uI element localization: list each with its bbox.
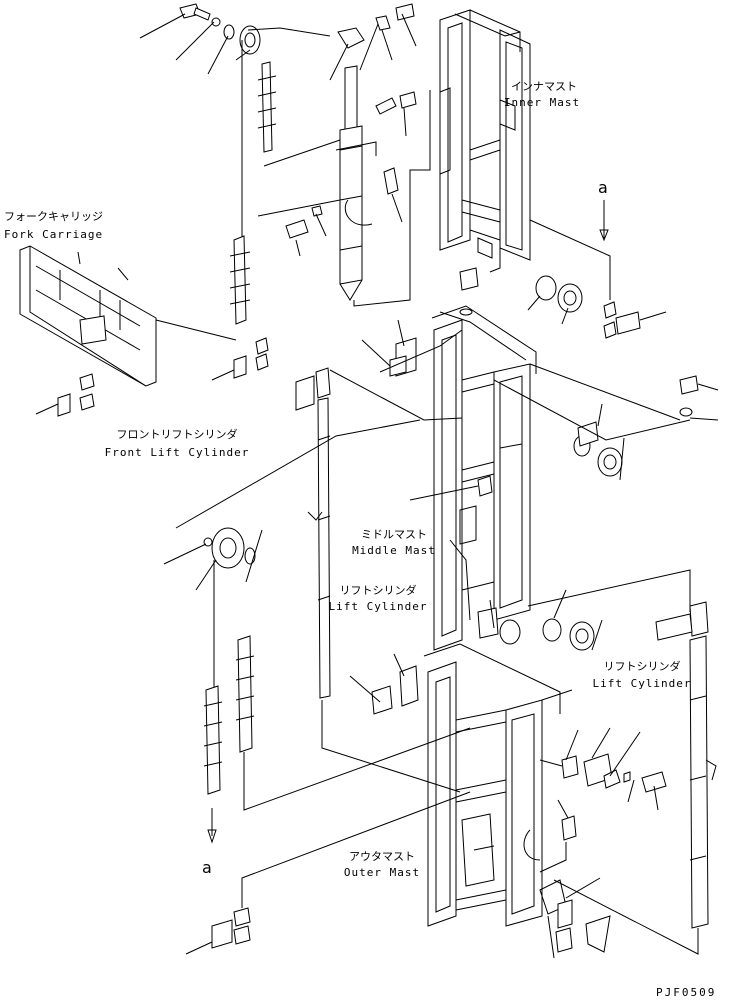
fork-carriage-label-jp: フォークキャリッジ xyxy=(4,210,103,223)
chain-upper xyxy=(229,40,277,325)
outer-mast-label-jp: アウタマスト xyxy=(349,850,415,863)
inner-mast-drawing xyxy=(439,9,531,273)
lift-cylinder-rollers xyxy=(477,569,691,651)
top-fasteners xyxy=(139,3,417,81)
fork-nuts xyxy=(35,337,269,417)
front-lift-cylinder-label-en: Front Lift Cylinder xyxy=(104,446,250,459)
middle-mast-label-jp: ミドルマスト xyxy=(361,528,427,541)
inner-mast-label-jp: インナマスト xyxy=(511,80,577,93)
lift-cylinder-right-label-en: Lift Cylinder xyxy=(592,677,692,690)
front-lift-cylinder-label-jp: フロントリフトシリンダ xyxy=(116,428,238,441)
lift-cylinder-right-drawing xyxy=(553,601,717,955)
middle-mast-rollers xyxy=(493,363,719,481)
lift-cylinder-center-label-jp: リフトシリンダ xyxy=(339,584,417,597)
middle-mast-drawing xyxy=(361,305,537,651)
lift-cylinder-center-label-en: Lift Cylinder xyxy=(328,600,428,613)
front-lift-cylinder-drawing xyxy=(257,65,431,307)
connector-a-top-arrow xyxy=(599,200,609,242)
lift-chain-pulley xyxy=(163,419,471,844)
fork-carriage-drawing xyxy=(19,245,237,387)
inner-mast-label-en: Inner Mast xyxy=(503,96,581,109)
connector-a-bottom: a xyxy=(202,858,212,877)
outer-mast-label-en: Outer Mast xyxy=(343,866,421,879)
fork-carriage-label-en: Fork Carriage xyxy=(4,228,104,241)
connector-a-top: a xyxy=(598,178,608,197)
drawing-code: PJF0509 xyxy=(656,986,717,999)
outer-mast-fasteners xyxy=(349,653,667,959)
middle-mast-label-en: Middle Mast xyxy=(352,544,436,557)
inner-mast-rollers xyxy=(459,219,667,339)
lift-cylinder-left-drawing xyxy=(295,367,463,793)
lift-cylinder-right-label-jp: リフトシリンダ xyxy=(603,660,681,673)
outer-mast-drawing xyxy=(423,643,573,927)
outer-mast-nuts xyxy=(185,791,471,955)
